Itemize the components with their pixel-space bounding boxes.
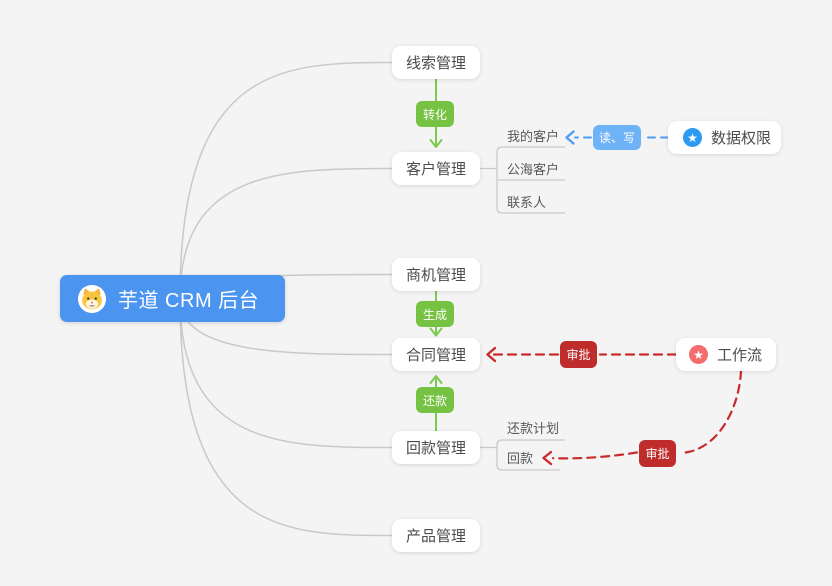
- node-customers[interactable]: 客户管理: [392, 152, 480, 185]
- edge-badge-repay: 还款: [416, 387, 454, 413]
- node-workflow[interactable]: ★ 工作流: [676, 338, 776, 371]
- node-data-permission[interactable]: ★ 数据权限: [668, 121, 781, 154]
- node-my-customers[interactable]: 我的客户: [507, 129, 560, 144]
- root-node-crm-backend[interactable]: 芋道 CRM 后台: [60, 275, 285, 322]
- node-workflow-label: 工作流: [717, 347, 763, 364]
- node-public-sea-customers[interactable]: 公海客户: [507, 162, 560, 177]
- node-leads[interactable]: 线索管理: [392, 46, 480, 79]
- node-opportunities-label: 商机管理: [405, 267, 466, 284]
- node-contracts-label: 合同管理: [405, 347, 466, 364]
- node-repayment-plan[interactable]: 还款计划: [507, 421, 560, 436]
- node-products[interactable]: 产品管理: [392, 519, 480, 552]
- node-products-label: 产品管理: [405, 528, 466, 545]
- edge-badge-convert: 转化: [416, 101, 454, 127]
- node-receipt[interactable]: 回款: [507, 451, 534, 466]
- node-leads-label: 线索管理: [405, 55, 466, 72]
- node-contacts[interactable]: 联系人: [507, 195, 547, 210]
- node-payments-label: 回款管理: [405, 440, 466, 457]
- node-opportunities[interactable]: 商机管理: [392, 258, 480, 291]
- star-icon: ★: [689, 345, 708, 364]
- node-customers-label: 客户管理: [405, 161, 466, 178]
- dog-face-icon: [77, 284, 107, 313]
- root-node-label: 芋道 CRM 后台: [118, 290, 260, 312]
- edge-badge-approve-receipt: 审批: [639, 440, 676, 467]
- star-icon: ★: [683, 128, 702, 147]
- node-payments[interactable]: 回款管理: [392, 431, 480, 464]
- edge-badge-approve-contract: 审批: [560, 341, 597, 368]
- node-contracts[interactable]: 合同管理: [392, 338, 480, 371]
- edge-badge-read-write: 读、写: [593, 125, 641, 150]
- node-data-permission-label: 数据权限: [711, 130, 772, 147]
- edge-badge-generate: 生成: [416, 301, 454, 327]
